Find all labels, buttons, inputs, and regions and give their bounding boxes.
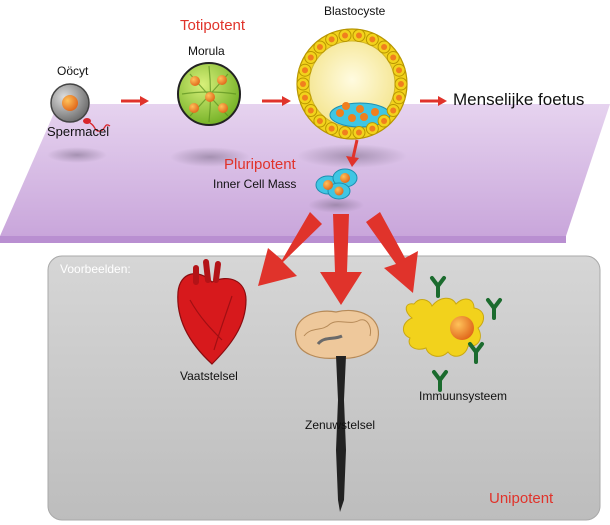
heart-label: Vaatstelsel [180, 369, 238, 383]
examples-panel [47, 255, 601, 521]
oocyte-label: Oöcyt [57, 64, 89, 78]
morula-shadow [170, 147, 250, 167]
blastocyst-nucleus [355, 32, 362, 39]
arrow-oocyte-morula [121, 96, 149, 106]
blastocyst-nucleus [300, 81, 306, 87]
totipotent-label: Totipotent [180, 17, 246, 34]
blastocyst-nucleus [328, 36, 335, 43]
blastocyst-nucleus [301, 94, 308, 101]
blastocyst-nucleus [369, 125, 376, 132]
blastocyst-nucleus [369, 36, 376, 43]
blastocyst-nucleus [390, 107, 397, 114]
oocyte-cell [50, 83, 90, 123]
fetus-label: Menselijke foetus [453, 90, 585, 109]
blastocyst-nucleus [396, 94, 403, 101]
blastocyst-nucleus [396, 67, 403, 74]
blastocyst-nucleus [398, 81, 404, 87]
icm-nucleus [371, 108, 379, 116]
icm-nucleus [360, 113, 368, 121]
sperm-cell [83, 118, 111, 132]
blastocyst-nucleus [328, 125, 335, 132]
arrow-blastocyst-icm [346, 139, 359, 167]
spinal-cord [336, 356, 346, 512]
icm-nucleus [342, 102, 350, 110]
blastocyst-nucleus [316, 43, 323, 50]
examples-label: Voorbeelden: [60, 262, 131, 276]
morula-label: Morula [188, 44, 225, 58]
antibody-icons [430, 276, 502, 392]
blastocyst-nucleus [355, 129, 362, 136]
arrow-morula-blastocyst [262, 96, 291, 106]
blastocyst-cell [296, 28, 408, 140]
immune-cell-illustration [403, 297, 484, 357]
arrow-to-heart [258, 212, 322, 286]
unipotent-label: Unipotent [489, 490, 554, 507]
blastocyst-nucleus [390, 54, 397, 61]
pluripotent-label: Pluripotent [224, 156, 296, 173]
icm-label: Inner Cell Mass [213, 177, 297, 191]
icm-nucleus [356, 105, 364, 113]
blastocyst-nucleus [381, 118, 388, 125]
oocyte-shadow [47, 147, 107, 163]
icm-nucleus [336, 109, 344, 117]
nervous-label: Zenuwstelsel [305, 418, 376, 432]
immune-label: Immuunsysteem [419, 389, 508, 403]
blastocyst-nucleus [307, 54, 314, 61]
blastocyst-nucleus [342, 129, 349, 136]
blastocyst-nucleus [316, 118, 323, 125]
inner-cell-mass [315, 168, 358, 200]
arrow-to-brain [320, 214, 362, 305]
blastocyst-label: Blastocyste [324, 4, 386, 18]
blastocyst-nucleus [301, 67, 308, 74]
arrow-blastocyst-fetus [420, 96, 447, 106]
plane-edge [0, 236, 566, 243]
blastocyst-nucleus [307, 107, 314, 114]
blastocyst-nucleus [381, 43, 388, 50]
icm-shadow [308, 197, 364, 213]
heart-illustration [177, 259, 247, 365]
morula-cell [177, 62, 241, 126]
blastocyst-nucleus [342, 32, 349, 39]
icm-nucleus [348, 114, 356, 122]
sperm-label: Spermacel [47, 124, 110, 139]
brain-illustration [295, 309, 380, 359]
pluripotent-plane [0, 104, 610, 236]
arrow-to-immune [366, 212, 418, 293]
